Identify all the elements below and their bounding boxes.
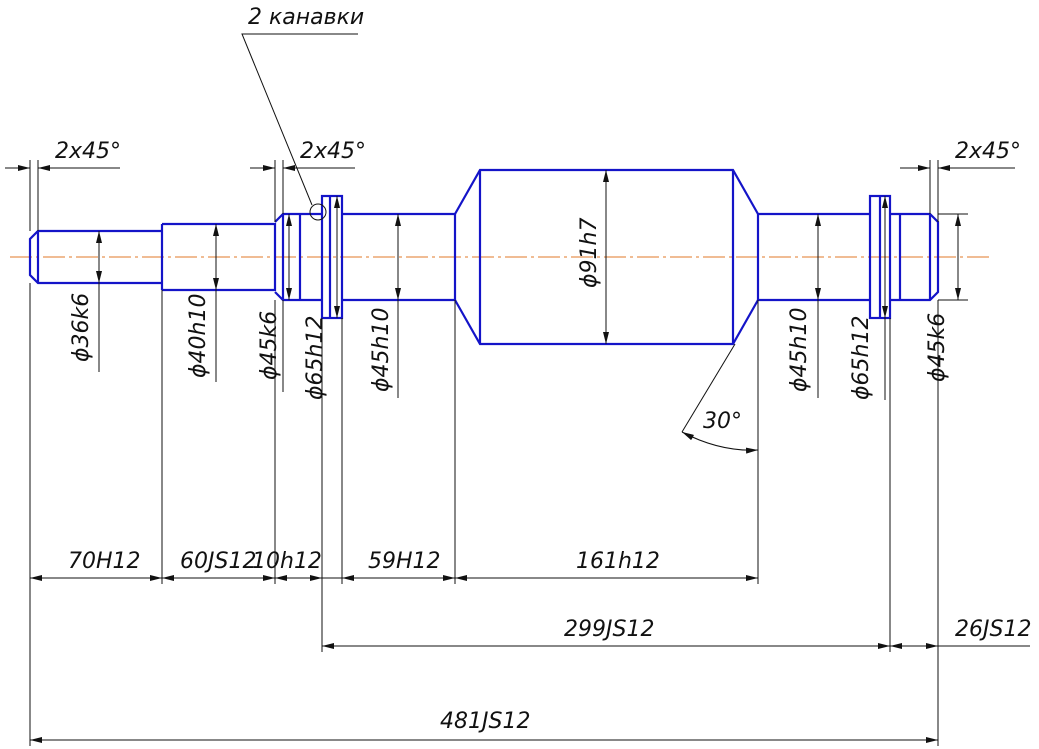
svg-text:70H12: 70H12: [68, 549, 141, 574]
dim-59: 59H12: [322, 549, 455, 581]
svg-text:2x45°: 2x45°: [300, 139, 366, 164]
svg-text:26JS12: 26JS12: [955, 617, 1031, 642]
svg-text:481JS12: 481JS12: [440, 709, 530, 734]
svg-text:ϕ36k6: ϕ36k6: [69, 293, 94, 362]
dim-10: 10h12: [252, 549, 322, 581]
svg-text:59H12: 59H12: [368, 549, 441, 574]
dim-d45-mid: ϕ45h10: [369, 214, 401, 398]
dim-d65-left: ϕ65h12: [303, 196, 340, 400]
groove-marker: [309, 203, 327, 221]
svg-text:ϕ65h12: ϕ65h12: [303, 316, 328, 400]
groove-leader: [241, 33, 358, 206]
dim-161: 161h12: [455, 549, 758, 581]
chamfer-mid: 2x45°: [250, 139, 366, 222]
svg-text:60JS12: 60JS12: [180, 549, 256, 574]
svg-text:2x45°: 2x45°: [955, 139, 1021, 164]
dim-d45-right: ϕ45h10: [787, 214, 821, 398]
dim-d36: ϕ36k6: [69, 231, 102, 372]
dim-d45-end: ϕ45k6: [925, 213, 968, 390]
svg-text:ϕ45h10: ϕ45h10: [787, 308, 812, 392]
svg-text:ϕ45k6: ϕ45k6: [925, 313, 950, 382]
svg-text:30°: 30°: [703, 409, 742, 434]
chamfer-left: 2x45°: [5, 139, 121, 231]
svg-text:ϕ40h10: ϕ40h10: [186, 294, 211, 378]
dim-d40: ϕ40h10: [186, 224, 219, 382]
svg-text:2x45°: 2x45°: [55, 139, 121, 164]
extension-lines: [29, 283, 939, 746]
svg-text:ϕ91h7: ϕ91h7: [577, 218, 602, 288]
svg-text:ϕ65h12: ϕ65h12: [849, 316, 874, 400]
dim-d65-right: ϕ65h12: [849, 196, 888, 400]
chamfer-right: 2x45°: [900, 139, 1021, 222]
svg-text:ϕ45k6: ϕ45k6: [257, 311, 282, 380]
dim-d91: ϕ91h7: [577, 170, 609, 344]
dim-481: 481JS12: [30, 709, 938, 743]
dim-70: 70H12: [30, 549, 162, 581]
dim-26: 26JS12: [890, 617, 1031, 649]
angle-30: 30°: [681, 300, 759, 455]
dim-60: 60JS12: [162, 549, 275, 581]
svg-text:10h12: 10h12: [252, 549, 322, 574]
dim-d45-left: ϕ45k6: [257, 214, 292, 392]
svg-text:299JS12: 299JS12: [564, 617, 654, 642]
dim-299: 299JS12: [322, 617, 890, 649]
groove-label: 2 канавки: [248, 5, 364, 30]
svg-text:ϕ45h10: ϕ45h10: [369, 308, 394, 392]
shaft-outline: [28, 168, 940, 346]
svg-text:161h12: 161h12: [576, 549, 660, 574]
